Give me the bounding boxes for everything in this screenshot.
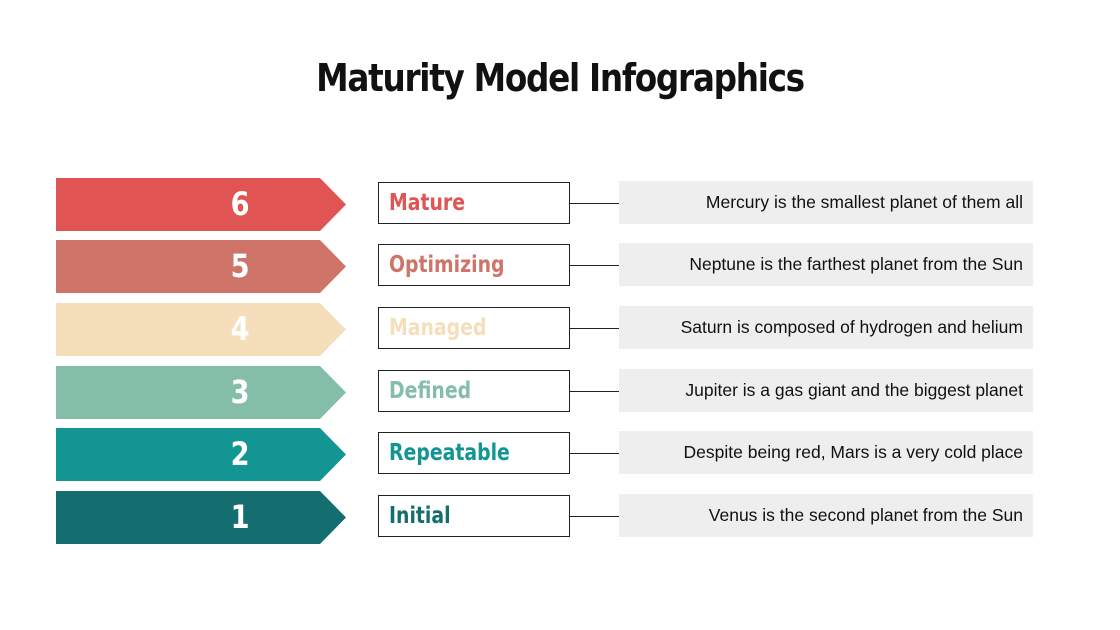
level-label-box: Initial — [378, 495, 570, 537]
level-number: 3 — [230, 373, 250, 411]
connector-line — [570, 264, 619, 266]
level-description-box: Venus is the second planet from the Sun — [619, 494, 1033, 537]
level-label: Repeatable — [389, 440, 510, 466]
level-arrow — [56, 240, 346, 293]
level-description-box: Mercury is the smallest planet of them a… — [619, 181, 1033, 224]
connector-line — [570, 515, 619, 517]
level-description-box: Saturn is composed of hydrogen and heliu… — [619, 306, 1033, 349]
level-row-4: 4 Managed Saturn is composed of hydrogen… — [0, 303, 1120, 356]
level-row-3: 3 Defined Jupiter is a gas giant and the… — [0, 366, 1120, 419]
connector-line — [570, 390, 619, 392]
level-label: Initial — [389, 503, 451, 529]
level-description: Venus is the second planet from the Sun — [708, 505, 1023, 525]
level-description: Neptune is the farthest planet from the … — [689, 254, 1023, 274]
level-arrow — [56, 303, 346, 356]
level-number: 2 — [230, 435, 250, 473]
level-label: Mature — [389, 190, 466, 216]
level-label: Managed — [389, 315, 487, 341]
level-arrow — [56, 366, 346, 419]
level-description-box: Despite being red, Mars is a very cold p… — [619, 431, 1033, 474]
level-arrow — [56, 428, 346, 481]
level-label: Optimizing — [389, 252, 505, 278]
level-number: 1 — [230, 498, 250, 536]
level-label-box: Defined — [378, 370, 570, 412]
level-row-6: 6 Mature Mercury is the smallest planet … — [0, 178, 1120, 231]
level-number: 6 — [230, 185, 250, 223]
level-description: Despite being red, Mars is a very cold p… — [683, 442, 1023, 462]
level-description: Jupiter is a gas giant and the biggest p… — [685, 380, 1023, 400]
level-description: Mercury is the smallest planet of them a… — [705, 192, 1023, 212]
level-description-box: Jupiter is a gas giant and the biggest p… — [619, 369, 1033, 412]
level-label: Defined — [389, 378, 472, 404]
level-label-box: Mature — [378, 182, 570, 224]
level-row-2: 2 Repeatable Despite being red, Mars is … — [0, 428, 1120, 481]
connector-line — [570, 452, 619, 454]
level-number: 5 — [230, 247, 250, 285]
level-label-box: Repeatable — [378, 432, 570, 474]
level-description: Saturn is composed of hydrogen and heliu… — [680, 317, 1023, 337]
level-row-1: 1 Initial Venus is the second planet fro… — [0, 491, 1120, 544]
level-number: 4 — [230, 310, 250, 348]
level-arrow — [56, 491, 346, 544]
level-arrow — [56, 178, 346, 231]
level-label-box: Optimizing — [378, 244, 570, 286]
connector-line — [570, 327, 619, 329]
connector-line — [570, 202, 619, 204]
page-title: Maturity Model Infographics — [316, 56, 805, 100]
level-description-box: Neptune is the farthest planet from the … — [619, 243, 1033, 286]
level-row-5: 5 Optimizing Neptune is the farthest pla… — [0, 240, 1120, 293]
level-label-box: Managed — [378, 307, 570, 349]
